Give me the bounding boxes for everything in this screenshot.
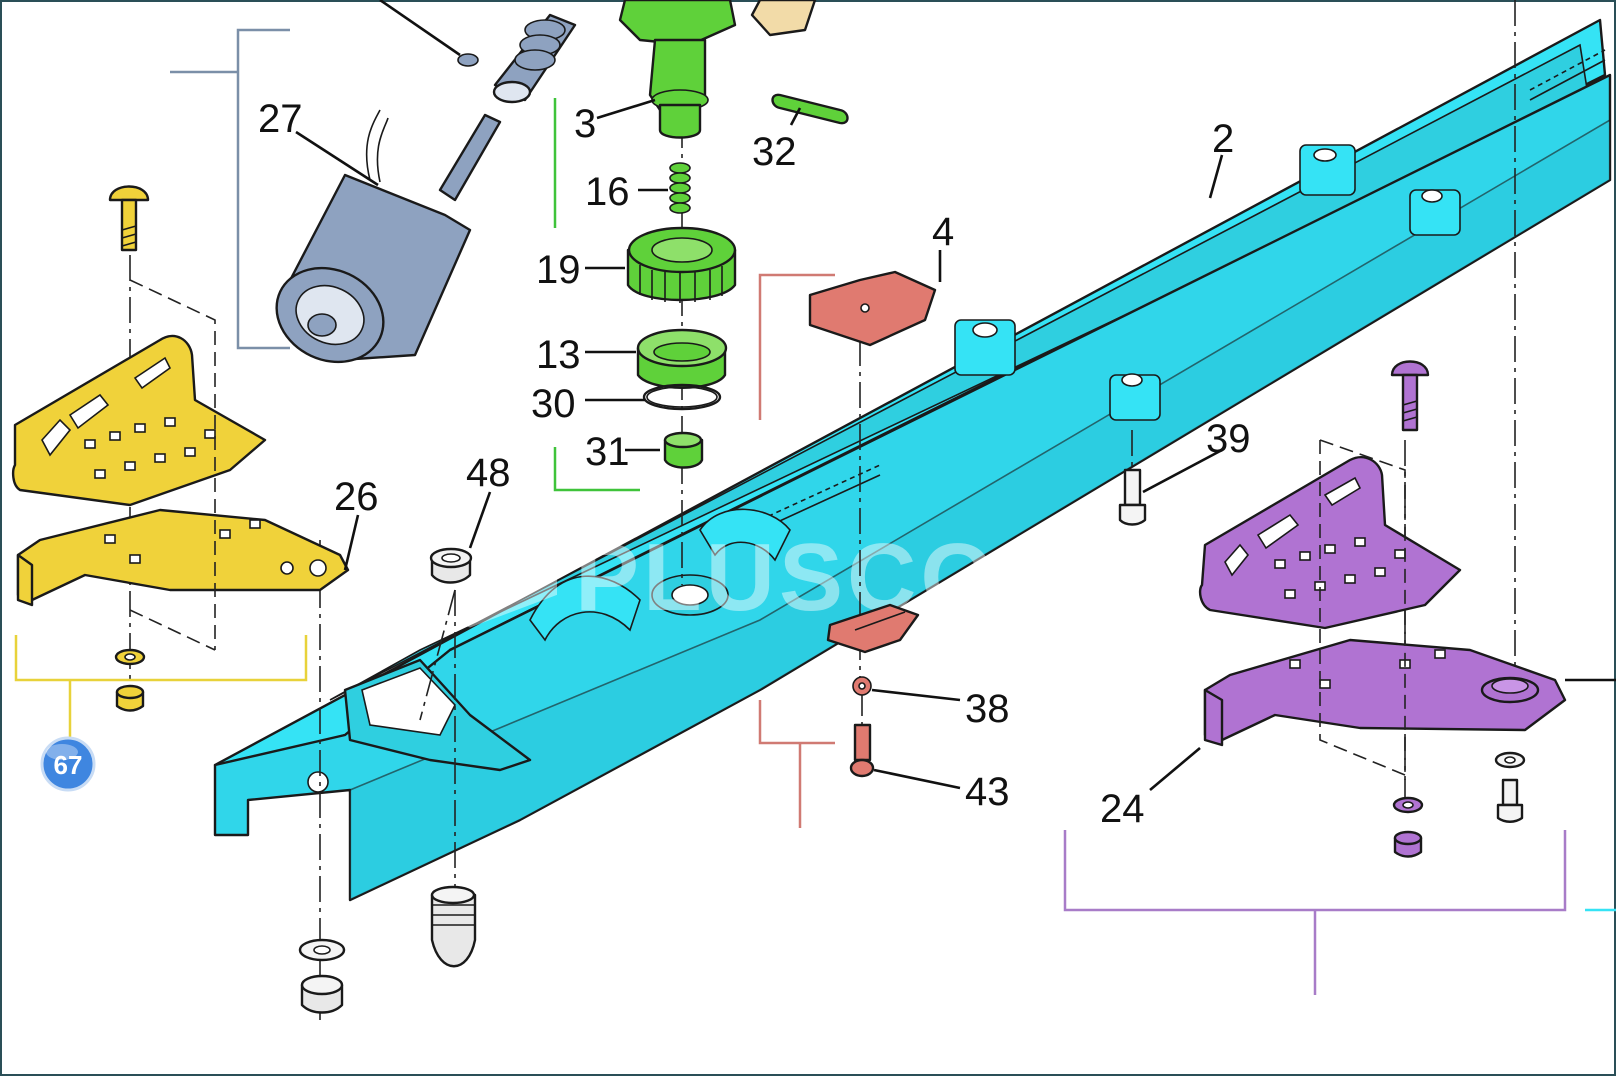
assembly-badge-67[interactable]: 67 bbox=[40, 736, 96, 792]
label-part-48: 48 bbox=[466, 451, 511, 495]
label-part-30: 30 bbox=[531, 382, 576, 426]
label-part-27: 27 bbox=[258, 97, 303, 141]
label-part-4: 4 bbox=[932, 210, 954, 254]
rail-part-2 bbox=[213, 18, 1612, 902]
leader-lines bbox=[295, 98, 1224, 791]
label-part-43: 43 bbox=[965, 770, 1010, 814]
assembly-badge-label: 67 bbox=[54, 750, 83, 780]
label-part-16: 16 bbox=[585, 170, 630, 214]
loose-hardware bbox=[298, 468, 1526, 1014]
bracket-gear-group bbox=[553, 98, 640, 492]
group-brackets bbox=[14, 28, 1616, 995]
bracket-right-purple bbox=[1198, 360, 1567, 858]
label-part-39: 39 bbox=[1206, 417, 1251, 461]
label-part-3: 3 bbox=[574, 102, 596, 146]
bracket-nut-group bbox=[758, 273, 835, 828]
label-part-24: 24 bbox=[1100, 787, 1145, 831]
bracket-left-yellow bbox=[11, 185, 350, 712]
watermark: PLUSCOM bbox=[383, 462, 1083, 631]
nut-plate-part-4 bbox=[808, 270, 937, 778]
label-part-2: 2 bbox=[1212, 117, 1234, 161]
label-part-32: 32 bbox=[752, 130, 797, 174]
label-part-19: 19 bbox=[536, 248, 581, 292]
bracket-purple-group bbox=[1063, 830, 1567, 995]
bracket-yellow-group bbox=[14, 635, 308, 740]
label-part-26: 26 bbox=[334, 475, 379, 519]
bracket-motor-group bbox=[170, 28, 290, 350]
svg-text:PLUSCOM: PLUSCOM bbox=[575, 524, 1083, 631]
label-part-38: 38 bbox=[965, 687, 1010, 731]
motor-part-27 bbox=[275, 0, 577, 364]
part-numbers: 27 3 32 16 19 13 30 31 2 4 26 48 39 38 4… bbox=[258, 97, 1251, 831]
gear-group bbox=[618, 0, 849, 469]
label-part-13: 13 bbox=[536, 333, 581, 377]
label-part-31: 31 bbox=[585, 430, 630, 474]
